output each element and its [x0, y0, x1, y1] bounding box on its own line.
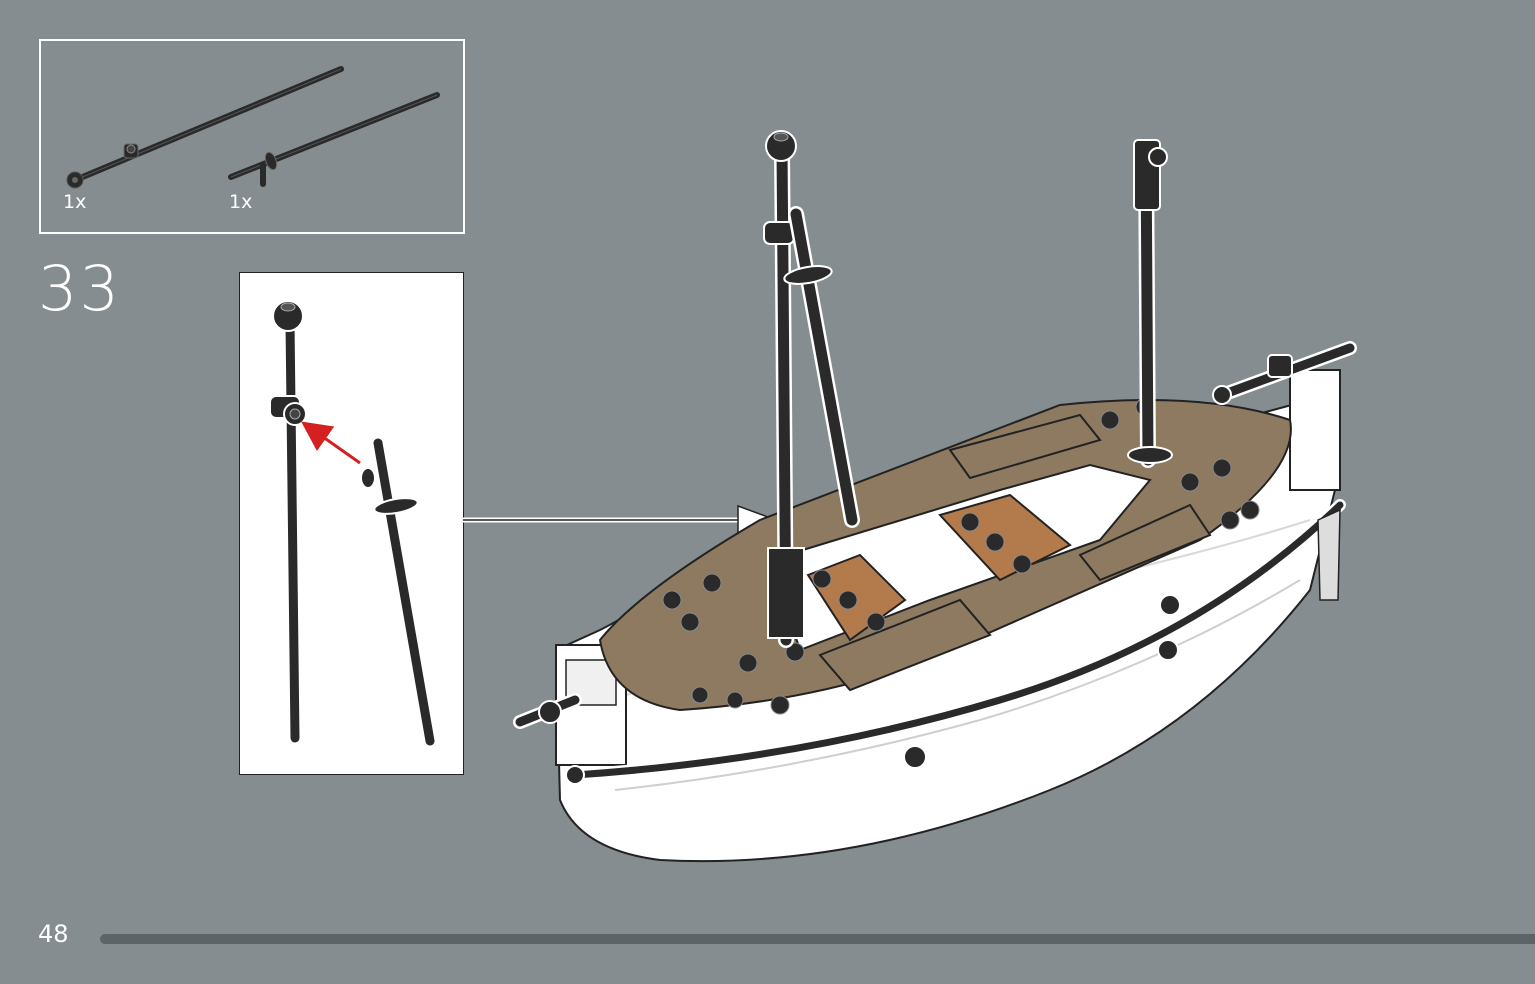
progress-bar — [100, 934, 1535, 944]
parts-list-illustration — [66, 66, 440, 189]
angled-spar — [783, 206, 860, 528]
red-direction-arrow — [301, 421, 361, 465]
step-number: 33 — [38, 252, 121, 325]
front-mast — [763, 130, 805, 648]
part-quantity-2: 1x — [229, 191, 253, 213]
page-number: 48 — [38, 920, 69, 948]
angled-bar-with-stopper — [360, 436, 437, 748]
boat-side-rail — [569, 499, 1346, 781]
rear-mast — [1127, 139, 1173, 468]
callout-pointer-arrow — [463, 504, 779, 536]
bow-sprit — [513, 693, 585, 785]
sub-assembly-callout — [239, 272, 464, 775]
bar-with-stopper-part-icon — [228, 92, 440, 187]
parts-list-box: 1x 1x — [39, 39, 465, 234]
progress-bar-fill — [100, 934, 158, 944]
sub-assembly-illustration — [269, 300, 437, 748]
stern-boom — [1212, 341, 1357, 601]
part-quantity-1: 1x — [63, 191, 87, 213]
vertical-bar-with-clip — [269, 300, 307, 745]
boat-deck — [598, 399, 1292, 712]
bar-with-clip-part-icon — [66, 66, 344, 189]
boat-hull — [554, 369, 1342, 863]
deck-studs — [662, 397, 1260, 715]
